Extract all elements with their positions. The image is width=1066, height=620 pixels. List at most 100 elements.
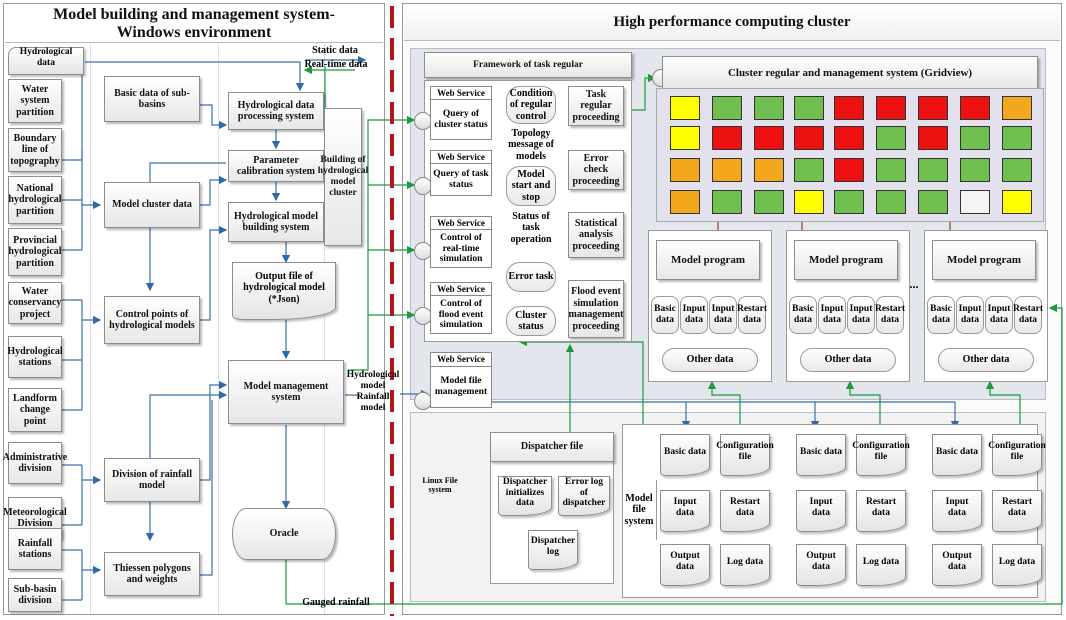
condition-regular-control: Condition of regular control [506,86,556,124]
node-status-cell [834,158,864,182]
linux-file-system-label: Linux File system [422,475,458,494]
building-cluster-label: Building of hydrological model cluster [318,108,368,246]
cluster-status: Cluster status [506,306,556,336]
node-status-cell [876,158,906,182]
node-status-cell [712,190,742,214]
dispatcher-initializes-data: Dispatcher initializes data [498,476,552,516]
node-status-cell [1002,126,1032,150]
source-national-partition: National hydrological partition [8,176,62,224]
topology-message-models: Topology message of models [508,127,554,162]
gridview-status-grid [656,88,1044,222]
model-file-item: Output data [660,544,710,586]
other-data: Other data [800,348,896,372]
output-file-json: Output file of hydrological model (*Json… [232,262,336,320]
static-data-label: Static data [312,45,358,57]
model-file-item: Configuration file [988,434,1046,476]
model-management-system: Model management system [228,360,344,424]
model-program-data-item: Input data [956,296,984,334]
model-file-item: Configuration file [716,434,774,476]
model-file-item: Restart data [856,490,906,532]
source-landform-change: Landform change point [8,388,62,432]
framework-title: Framework of task regular [424,52,632,78]
dispatcher-log: Dispatcher log [528,530,578,570]
web-service-query-cluster[interactable]: Web Service Query of cluster status [430,86,492,140]
model-file-item: Log data [720,544,770,586]
node-status-cell [670,96,700,120]
node-status-cell [712,96,742,120]
statistical-analysis-proceeding: Statistical analysis proceeding [568,212,624,258]
node-status-cell [794,126,824,150]
source-sub-basin-division: Sub-basin division [8,578,62,612]
node-status-cell [960,96,990,120]
node-status-cell [794,96,824,120]
web-service-body: Model file management [434,376,488,397]
model-file-item: Input data [932,490,982,532]
node-status-cell [918,96,948,120]
source-water-system-partition: Water system partition [8,79,62,123]
node-status-cell [960,158,990,182]
other-data: Other data [662,348,758,372]
gauged-rainfall-label: Gauged rainfall [302,597,370,609]
node-status-cell [670,126,700,150]
thiessen-polygons: Thiessen polygons and weights [104,552,200,596]
web-service-header: Web Service [431,151,491,164]
model-file-item: Input data [796,490,846,532]
node-status-cell [712,158,742,182]
web-service-header: Web Service [431,217,491,230]
web-service-control-realtime[interactable]: Web Service Control of real-time simulat… [430,216,492,268]
error-task: Error task [506,262,556,292]
model-program-data-item: Basic data [789,296,817,334]
web-service-body: Query of task status [433,169,489,190]
node-status-cell [834,190,864,214]
model-start-stop: Model start and stop [506,166,556,206]
source-provincial-partition: Provincial hydrological partition [8,228,62,276]
hydro-rainfall-label: Hydrological model Rainfall model [346,370,400,413]
model-program-data-item: Restart data [875,296,905,334]
web-service-header: Web Service [431,353,491,367]
model-file-item: Restart data [992,490,1042,532]
web-service-body: Control of flood event simulation [438,298,484,331]
realtime-data-label: Real-time data [304,59,368,71]
error-check-proceeding: Error check proceeding [568,150,624,190]
model-program-title: Model program [656,240,760,280]
web-service-body: Query of cluster status [434,109,488,130]
hydrological-data-processing-system: Hydrological data processing system [228,92,324,130]
error-log-dispatcher: Error log of dispatcher [558,476,610,516]
node-status-cell [1002,158,1032,182]
model-program-data-item: Input data [680,296,708,334]
node-status-cell [834,96,864,120]
node-status-cell [876,96,906,120]
model-cluster-data: Model cluster data [104,182,200,228]
node-status-cell [960,126,990,150]
node-status-cell [876,190,906,214]
node-status-cell [670,190,700,214]
node-status-cell [960,190,990,214]
node-status-cell [754,126,784,150]
division-rainfall-model: Division of rainfall model [104,458,200,502]
node-status-cell [1002,190,1032,214]
oracle-database: Oracle [232,508,336,560]
node-status-cell [918,158,948,182]
model-program-title: Model program [794,240,898,280]
model-file-item: Basic data [660,434,710,476]
hydrological-data-source: Hydrological data [8,47,84,75]
web-service-model-file[interactable]: Web Service Model file management [430,352,492,408]
web-service-query-task[interactable]: Web Service Query of task status [430,150,492,196]
web-service-control-flood[interactable]: Web Service Control of flood event simul… [430,282,492,334]
status-task-operation: Status of task operation [510,210,552,245]
other-data: Other data [938,348,1034,372]
model-file-system-label: Model file system [622,480,657,540]
web-service-header: Web Service [431,283,491,296]
gridview-title: Cluster regular and management system (G… [662,56,1038,90]
node-status-cell [670,158,700,182]
model-file-item: Basic data [932,434,982,476]
model-file-item: Restart data [720,490,770,532]
model-program-data-item: Restart data [1013,296,1043,334]
source-hydrological-stations: Hydrological stations [7,336,63,378]
node-status-cell [918,126,948,150]
parameter-calibration-system: Parameter calibration system [228,150,324,182]
model-file-item: Log data [856,544,906,586]
model-file-item: Configuration file [852,434,910,476]
node-status-cell [794,158,824,182]
node-status-cell [918,190,948,214]
